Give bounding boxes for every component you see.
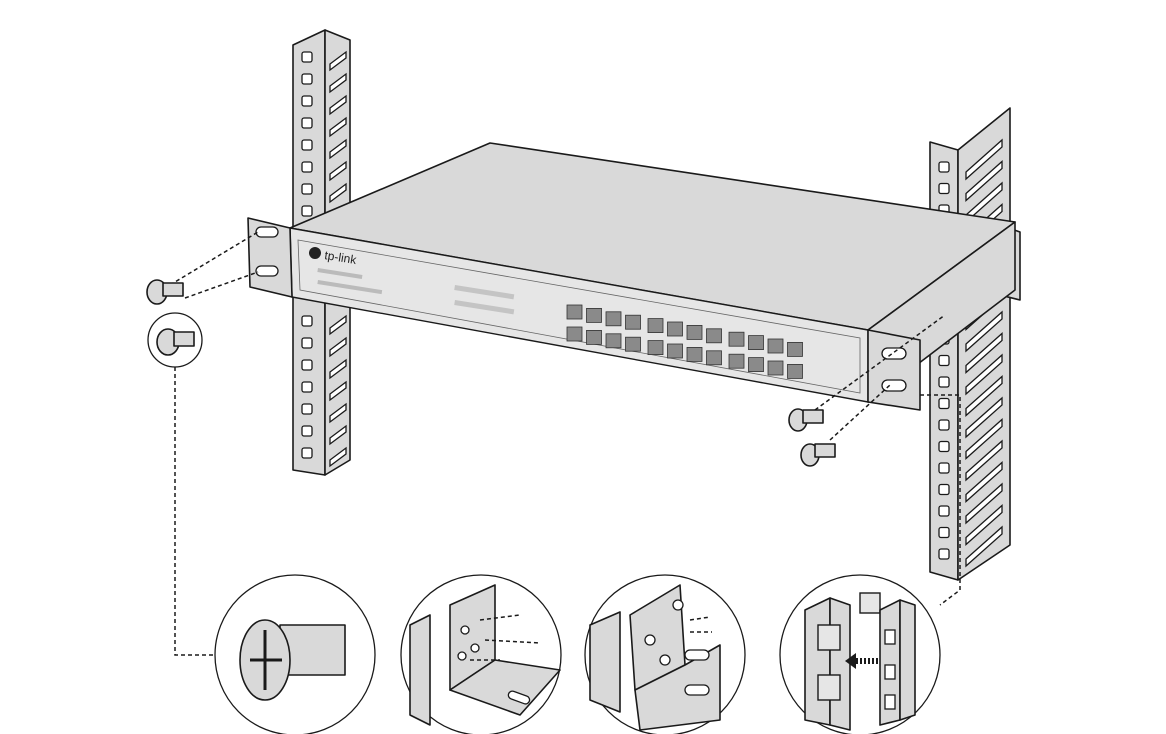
ethernet-port bbox=[706, 350, 722, 366]
rail-slot bbox=[329, 160, 347, 182]
rail-square-hole bbox=[301, 403, 313, 415]
left-mounting-bracket bbox=[247, 217, 293, 298]
rail-square-hole bbox=[301, 425, 313, 437]
rail-slot bbox=[965, 482, 1003, 525]
cage-nut bbox=[817, 624, 841, 651]
ethernet-port bbox=[566, 304, 583, 320]
ethernet-port bbox=[605, 333, 622, 349]
bracket-hole bbox=[255, 265, 279, 277]
ethernet-port bbox=[647, 340, 664, 356]
ethernet-port bbox=[647, 318, 664, 334]
rail-square-hole bbox=[301, 183, 313, 195]
screws-right bbox=[788, 314, 961, 606]
detail-cage-nut bbox=[779, 574, 941, 734]
rail-slot bbox=[965, 525, 1003, 568]
bracket-hole bbox=[881, 347, 907, 360]
rail-square-hole bbox=[301, 381, 313, 393]
detail-bracket-large bbox=[584, 574, 746, 734]
rail-square-hole bbox=[301, 51, 313, 63]
rail-square-hole bbox=[938, 376, 950, 388]
rail-slot bbox=[329, 94, 347, 116]
network-switch: tp-link bbox=[247, 142, 1016, 411]
cage-nut bbox=[817, 674, 841, 701]
rail-square-hole bbox=[938, 161, 950, 173]
rail-slot bbox=[329, 182, 347, 204]
rail-slot bbox=[965, 160, 1003, 202]
rail-square-hole bbox=[301, 337, 313, 349]
detail-screw-closeup bbox=[214, 574, 376, 734]
ethernet-port bbox=[566, 326, 583, 342]
ethernet-port bbox=[586, 329, 602, 345]
ethernet-port bbox=[706, 328, 722, 344]
rail-square-hole bbox=[301, 205, 313, 217]
ethernet-port bbox=[748, 357, 764, 373]
ethernet-port bbox=[586, 307, 602, 323]
ethernet-port bbox=[625, 314, 641, 330]
rail-slot bbox=[965, 375, 1003, 417]
rail-square-hole bbox=[938, 397, 950, 410]
rail-slot bbox=[965, 461, 1003, 503]
rail-slot bbox=[965, 439, 1003, 482]
rail-slot bbox=[329, 380, 347, 402]
left-rack-rail bbox=[292, 29, 351, 476]
rail-square-hole bbox=[301, 359, 313, 371]
detail-bracket-small bbox=[400, 574, 562, 734]
rail-slot bbox=[329, 72, 347, 94]
rail-square-hole bbox=[301, 161, 313, 173]
ethernet-port bbox=[767, 360, 784, 376]
rail-slot bbox=[329, 116, 347, 138]
rail-slot bbox=[329, 314, 347, 336]
rail-square-hole bbox=[301, 139, 313, 151]
rail-slot bbox=[329, 138, 347, 160]
rail-square-hole bbox=[301, 95, 313, 107]
rail-slot bbox=[965, 138, 1003, 181]
ethernet-port bbox=[605, 311, 622, 327]
rail-square-hole bbox=[938, 462, 950, 474]
ethernet-port bbox=[667, 343, 683, 359]
rail-square-hole bbox=[301, 447, 313, 459]
rail-slot bbox=[329, 424, 347, 446]
rail-square-hole bbox=[938, 548, 950, 560]
rail-square-hole bbox=[938, 526, 950, 539]
rail-square-hole bbox=[938, 419, 950, 431]
rail-slot bbox=[329, 446, 347, 468]
ethernet-port bbox=[748, 335, 764, 351]
rail-slot bbox=[329, 50, 347, 72]
rail-slot bbox=[965, 396, 1003, 439]
rail-square-hole bbox=[301, 73, 313, 85]
tp-link-logo-icon bbox=[309, 247, 321, 259]
ethernet-port bbox=[625, 336, 641, 352]
bracket-hole bbox=[255, 226, 279, 238]
ethernet-port bbox=[686, 346, 703, 362]
rail-slot bbox=[965, 332, 1003, 374]
screws-left bbox=[146, 231, 259, 656]
ethernet-port bbox=[667, 321, 683, 337]
rail-square-hole bbox=[938, 182, 950, 195]
rail-slot bbox=[965, 504, 1003, 546]
right-mounting-bracket bbox=[867, 329, 921, 411]
rail-square-hole bbox=[938, 483, 950, 496]
rail-slot bbox=[329, 358, 347, 380]
ethernet-port bbox=[728, 331, 745, 347]
rail-square-hole bbox=[938, 505, 950, 517]
rail-slot bbox=[965, 418, 1003, 460]
ethernet-port bbox=[728, 353, 745, 369]
ethernet-port bbox=[787, 341, 803, 357]
rail-square-hole bbox=[938, 440, 950, 453]
ethernet-port bbox=[787, 363, 803, 379]
rail-square-hole bbox=[301, 315, 313, 327]
brand-label: tp-link bbox=[324, 248, 359, 267]
rail-slot bbox=[329, 402, 347, 424]
rail-square-hole bbox=[301, 117, 313, 129]
rail-slot bbox=[965, 353, 1003, 396]
arrow-left-icon bbox=[845, 653, 856, 669]
rail-slot bbox=[329, 336, 347, 358]
cage-nut bbox=[859, 592, 881, 614]
ethernet-port bbox=[686, 324, 703, 340]
ethernet-port bbox=[767, 338, 784, 354]
rail-slot bbox=[965, 310, 1003, 353]
rail-square-hole bbox=[938, 354, 950, 367]
bracket-hole bbox=[881, 379, 907, 392]
